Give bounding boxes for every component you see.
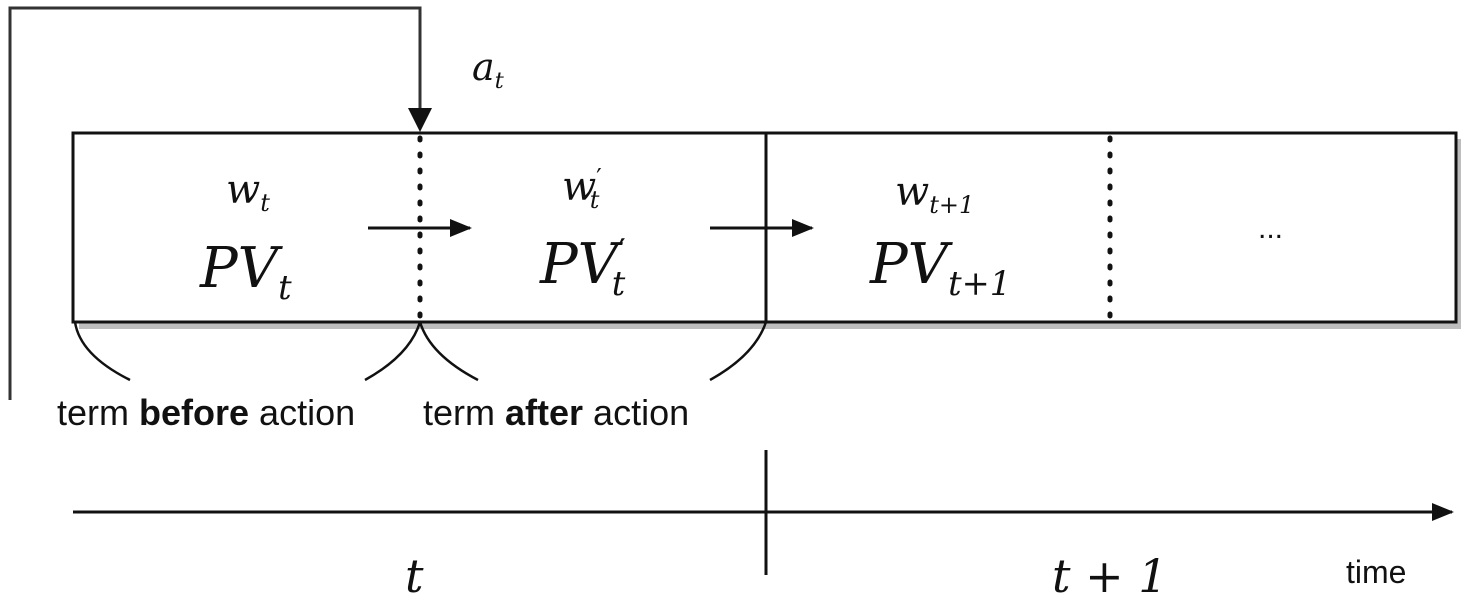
tick-label-t: t xyxy=(405,549,424,603)
tick-label-t1: t + 1 xyxy=(1052,549,1168,603)
feedback-loop-line xyxy=(8,6,422,400)
pv-t1: PVt+1 xyxy=(869,232,1011,303)
ellipsis: ... xyxy=(1258,212,1283,245)
term-box-t1 xyxy=(764,131,1458,324)
brace-after xyxy=(418,321,768,382)
axis-label-time: time xyxy=(1346,554,1406,590)
action-arrowhead xyxy=(408,108,432,132)
action-label: at xyxy=(472,45,505,94)
pv-after: PV′t xyxy=(539,232,626,303)
brace-before xyxy=(73,321,422,382)
label-term-before-action: term before action xyxy=(57,392,355,433)
w-before: wt xyxy=(226,167,270,217)
label-term-after-action: term after action xyxy=(423,392,689,433)
w-after: w′t xyxy=(562,164,602,214)
w-t1: wt+1 xyxy=(895,169,974,219)
pv-before: PVt xyxy=(199,236,292,307)
